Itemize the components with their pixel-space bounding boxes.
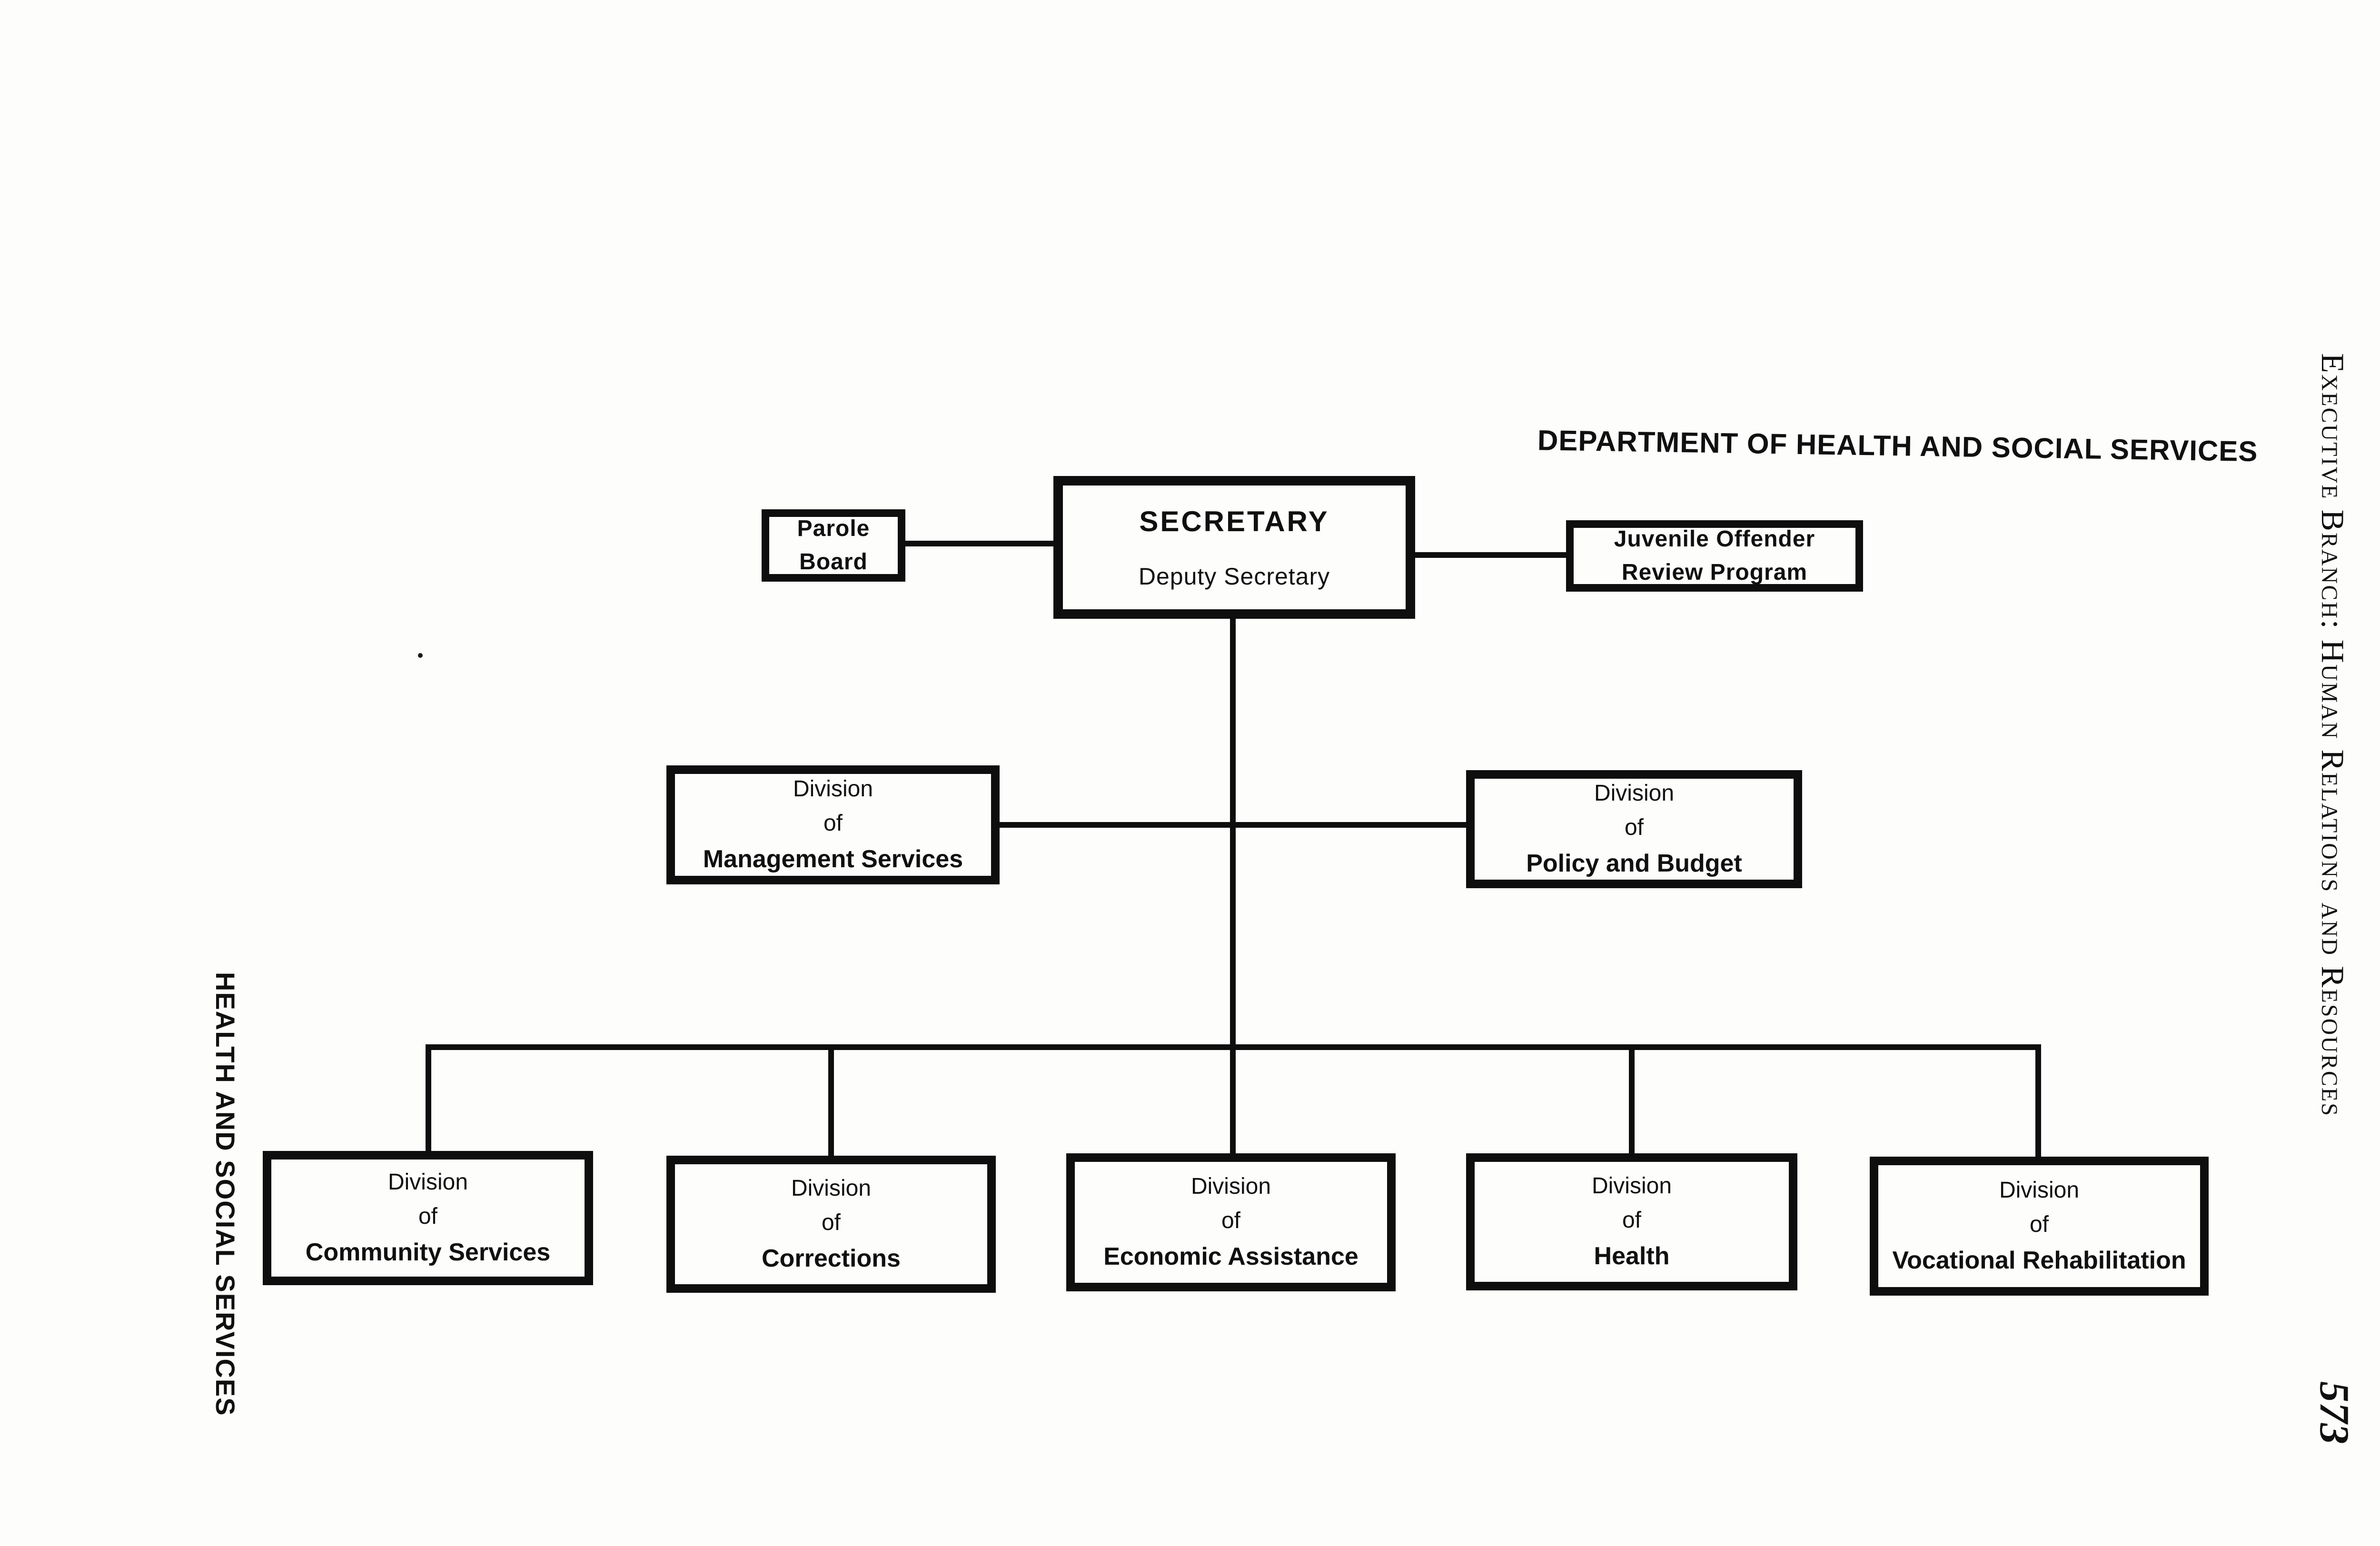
chart-title: DEPARTMENT OF HEALTH AND SOCIAL SERVICES bbox=[1537, 424, 2258, 467]
org-box-division-community-services: Division of Community Services bbox=[263, 1151, 593, 1285]
division-word: Division bbox=[1190, 1174, 1271, 1199]
connector-drop-vocational-rehabilitation bbox=[2035, 1044, 2041, 1162]
left-margin-label: HEALTH AND SOCIAL SERVICES bbox=[210, 972, 240, 1417]
division-word: Division bbox=[1591, 1173, 1672, 1199]
of-word: of bbox=[821, 1210, 841, 1235]
connector-secretary-juvenile bbox=[1414, 552, 1567, 558]
org-box-parole-board: Parole Board bbox=[762, 509, 905, 582]
org-box-division-management-services: Division of Management Services bbox=[666, 765, 1000, 884]
division-name: Corrections bbox=[762, 1245, 901, 1272]
connector-bus bbox=[426, 1044, 2041, 1050]
org-box-division-economic-assistance: Division of Economic Assistance bbox=[1066, 1153, 1396, 1291]
division-word: Division bbox=[1594, 781, 1675, 806]
connector-parole-secretary bbox=[904, 541, 1054, 546]
connector-secretary-trunk bbox=[1230, 618, 1236, 1158]
division-name: Economic Assistance bbox=[1103, 1243, 1359, 1270]
connector-drop-corrections bbox=[828, 1044, 834, 1161]
org-box-division-vocational-rehabilitation: Division of Vocational Rehabilitation bbox=[1870, 1157, 2209, 1296]
of-word: of bbox=[418, 1204, 438, 1229]
juvenile-line2: Review Program bbox=[1621, 560, 1808, 585]
division-word: Division bbox=[793, 776, 873, 802]
org-box-juvenile-offender-review-program: Juvenile Offender Review Program bbox=[1566, 520, 1863, 592]
connector-management-policy bbox=[999, 822, 1467, 828]
division-name: Policy and Budget bbox=[1526, 850, 1742, 877]
of-word: of bbox=[1221, 1208, 1241, 1233]
right-margin-label: Executive Branch: Human Relations and Re… bbox=[2315, 353, 2351, 1117]
org-box-division-health: Division of Health bbox=[1466, 1153, 1797, 1290]
division-name: Community Services bbox=[305, 1239, 551, 1266]
parole-board-line1: Parole bbox=[797, 516, 870, 542]
division-word: Division bbox=[1999, 1178, 2080, 1203]
deputy-secretary-label: Deputy Secretary bbox=[1138, 563, 1330, 590]
of-word: of bbox=[1624, 815, 1644, 840]
org-box-secretary: SECRETARY Deputy Secretary bbox=[1053, 476, 1415, 619]
division-name: Management Services bbox=[703, 845, 963, 873]
connector-drop-health bbox=[1629, 1044, 1635, 1159]
page-number: 573 bbox=[2311, 1381, 2357, 1444]
division-name: Health bbox=[1594, 1242, 1670, 1270]
scan-artifact-dot bbox=[418, 653, 423, 658]
connector-drop-community-services bbox=[426, 1044, 431, 1156]
of-word: of bbox=[1622, 1208, 1642, 1233]
division-word: Division bbox=[791, 1176, 872, 1201]
parole-board-line2: Board bbox=[799, 549, 868, 575]
org-box-division-policy-and-budget: Division of Policy and Budget bbox=[1466, 770, 1802, 888]
division-name: Vocational Rehabilitation bbox=[1892, 1247, 2186, 1274]
division-word: Division bbox=[387, 1169, 468, 1195]
of-word: of bbox=[2029, 1212, 2049, 1237]
juvenile-line1: Juvenile Offender bbox=[1614, 526, 1815, 552]
of-word: of bbox=[823, 811, 843, 836]
org-box-division-corrections: Division of Corrections bbox=[666, 1156, 996, 1293]
secretary-title: SECRETARY bbox=[1139, 505, 1329, 537]
